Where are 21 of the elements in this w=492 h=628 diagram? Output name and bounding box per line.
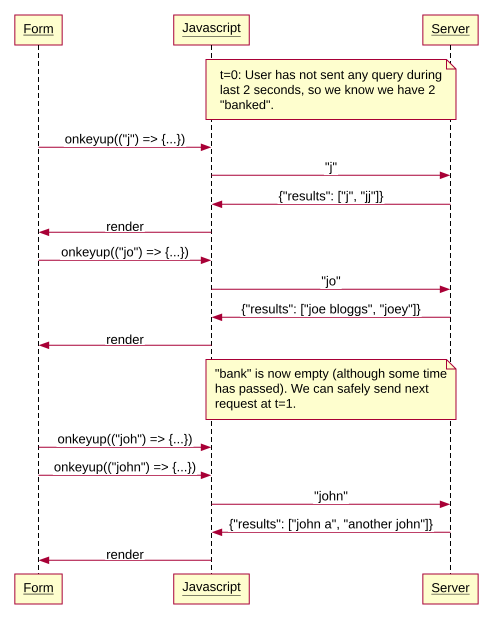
edge-label: "j"	[324, 160, 338, 176]
participant-box: Server	[422, 574, 479, 604]
edge-label: {"results": ["j", "jj"]}	[278, 190, 384, 204]
note-box: "bank" is now empty (although some time has passed). We can safely send next request at t=1.	[206, 359, 456, 420]
edge-label: render	[105, 220, 145, 232]
edge-label: onkeyup(("joh") => {...})	[56, 432, 194, 448]
participant-box: Form	[14, 574, 63, 604]
edge-label: "john"	[313, 490, 349, 504]
edge-label: "jo"	[320, 274, 342, 290]
participant-box: Server	[422, 14, 479, 46]
edge-label: {"results": ["joe bloggs", "joey"]}	[240, 302, 422, 318]
participant-box: Javascript	[173, 14, 250, 46]
participant-box: Javascript	[173, 574, 250, 604]
edge-label: render	[105, 334, 145, 346]
edge-label: {"results": ["john a", "another john"]}	[228, 518, 434, 532]
edge-label: onkeyup(("j") => {...})	[64, 132, 186, 148]
note-box: t=0: User has not sent any query during last 2 seconds, so we know we have 2 "banked".	[206, 59, 456, 120]
edge-label: render	[105, 548, 145, 560]
edge-label: onkeyup(("jo") => {...})	[60, 246, 190, 260]
edge-label: onkeyup(("john") => {...})	[52, 460, 198, 476]
participant-box: Form	[14, 14, 63, 46]
